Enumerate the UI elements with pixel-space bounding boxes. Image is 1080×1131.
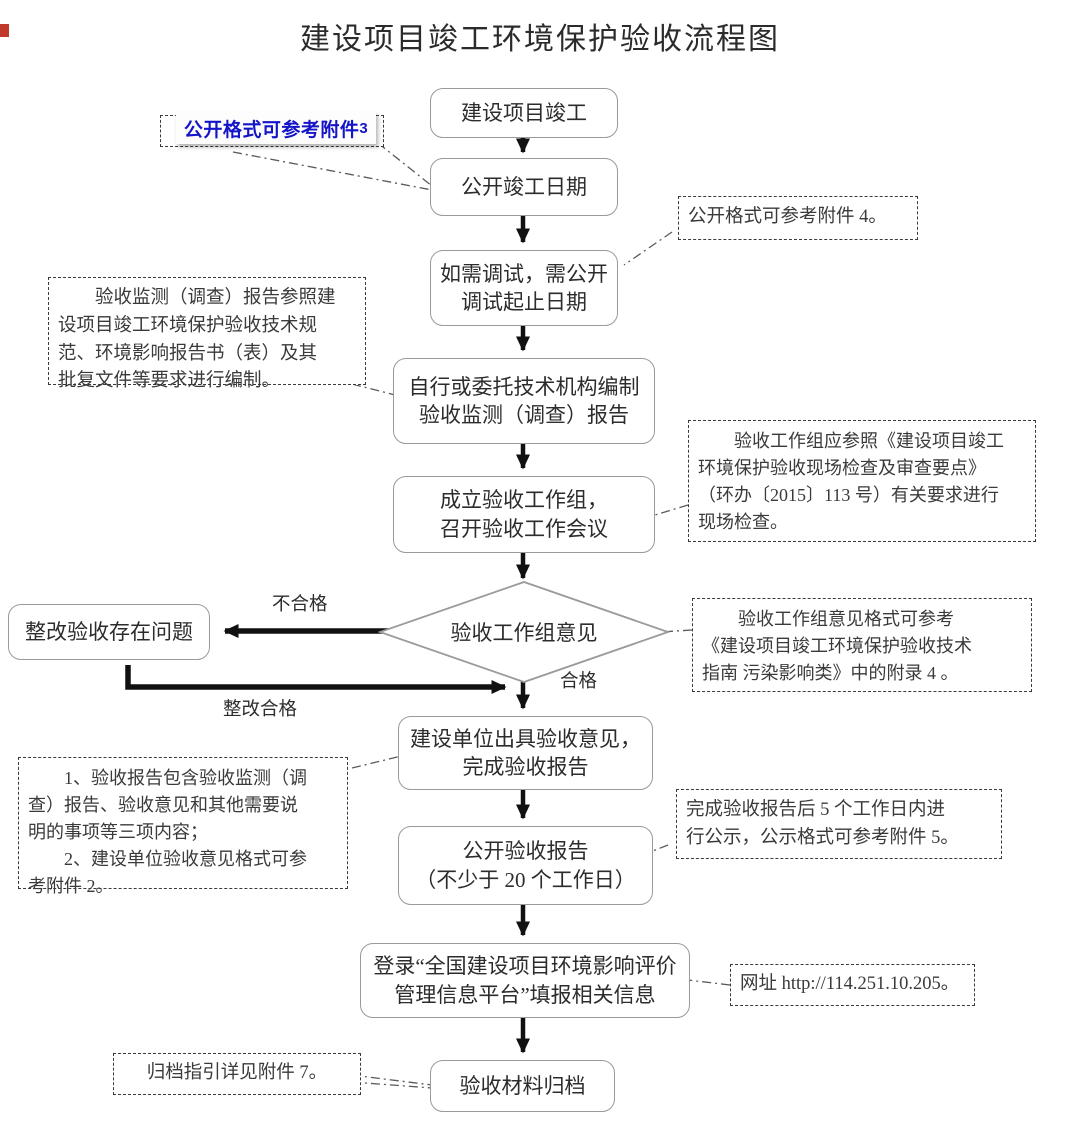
edge-label-fail: 不合格 bbox=[272, 595, 328, 615]
note-opinion-format-line-0: 验收工作组意见格式可参考 bbox=[738, 609, 954, 629]
leader-attach3-a bbox=[232, 151, 433, 191]
node-prepare-monitoring-report[interactable]: 自行或委托技术机构编制 验收监测（调查）报告 bbox=[393, 358, 655, 444]
note-report-content-line-2: 明的事项等三项内容； bbox=[28, 822, 208, 842]
note-workgroup-line-2: （环办〔2015〕113 号）有关要求进行 bbox=[698, 485, 999, 505]
note-report-content-line-1: 查）报告、验收意见和其他需要说 bbox=[28, 795, 298, 815]
node-publish-acceptance-report[interactable]: 公开验收报告 （不少于 20 个工作日） bbox=[398, 826, 653, 905]
note-opinion-format-line-2: 指南 污染影响类》中的附录 4 。 bbox=[702, 663, 959, 683]
note-attach4-line-0: 公开格式可参考附件 4。 bbox=[688, 206, 887, 227]
note-publicity-line-0: 完成验收报告后 5 个工作日内进 bbox=[686, 800, 946, 820]
note-workgroup-line-3: 现场检查。 bbox=[698, 512, 788, 532]
node-establish-workgroup[interactable]: 成立验收工作组， 召开验收工作会议 bbox=[393, 476, 655, 553]
scan-artifact-mark bbox=[0, 24, 9, 37]
note-attach3-suffix: 3 bbox=[359, 119, 369, 137]
leader-archive-a bbox=[351, 1074, 433, 1086]
note-attach3-text: 公开格式可参考附件 bbox=[183, 119, 360, 141]
node-label: 公开竣工日期 bbox=[461, 174, 587, 199]
node-label: 建设单位出具验收意见， 完成验收报告 bbox=[410, 726, 641, 779]
note-publicity-line-1: 行公示，公示格式可参考附件 5。 bbox=[686, 827, 959, 848]
decision-label: 验收工作组意见 bbox=[450, 621, 598, 645]
note-report-spec-line-1: 设项目竣工环境保护验收技术规 bbox=[58, 315, 318, 336]
node-commissioning-dates[interactable]: 如需调试，需公开 调试起止日期 bbox=[430, 250, 618, 326]
node-label: 建设项目竣工 bbox=[461, 100, 587, 125]
node-label: 整改验收存在问题 bbox=[25, 619, 193, 644]
node-rework-issues[interactable]: 整改验收存在问题 bbox=[8, 604, 210, 660]
note-archive: 归档指引详见附件 7。 bbox=[113, 1053, 361, 1095]
note-opinion-format-line-1: 《建设项目竣工环境保护验收技术 bbox=[702, 636, 972, 656]
leader-archive-b bbox=[351, 1081, 433, 1089]
node-label: 验收材料归档 bbox=[459, 1073, 586, 1098]
note-workgroup: 验收工作组应参照《建设项目竣工 环境保护验收现场检查及审查要点》 （环办〔201… bbox=[688, 420, 1036, 542]
note-report-content-line-3: 2、建设单位验收意见格式可参 bbox=[64, 849, 307, 869]
note-archive-line-0: 归档指引详见附件 7。 bbox=[146, 1062, 328, 1083]
node-label: 成立验收工作组， 召开验收工作会议 bbox=[440, 488, 608, 541]
note-report-spec-line-0: 验收监测（调查）报告参照建 bbox=[95, 288, 336, 308]
note-report-content: 1、验收报告包含验收监测（调 查）报告、验收意见和其他需要说 明的事项等三项内容… bbox=[18, 757, 348, 896]
note-report-content-line-0: 1、验收报告包含验收监测（调 bbox=[64, 768, 307, 788]
node-label: 自行或委托技术机构编制 验收监测（调查）报告 bbox=[408, 374, 640, 427]
note-publicity: 完成验收报告后 5 个工作日内进 行公示，公示格式可参考附件 5。 bbox=[676, 789, 1002, 859]
note-workgroup-line-0: 验收工作组应参照《建设项目竣工 bbox=[734, 431, 1004, 451]
note-report-spec-line-3: 批复文件等要求进行编制。 bbox=[58, 371, 281, 392]
note-opinion-format: 验收工作组意见格式可参考 《建设项目竣工环境保护验收技术 指南 污染影响类》中的… bbox=[692, 598, 1032, 692]
node-publish-completion-date[interactable]: 公开竣工日期 bbox=[430, 158, 618, 216]
leader-workgroup bbox=[654, 504, 689, 516]
note-url-line-0: 网址 http://114.251.10.205。 bbox=[740, 973, 960, 994]
leader-attach4 bbox=[623, 231, 673, 266]
edge-label-pass: 合格 bbox=[560, 672, 598, 692]
note-url: 网址 http://114.251.10.205。 bbox=[730, 964, 975, 1006]
node-archive-materials[interactable]: 验收材料归档 bbox=[430, 1060, 615, 1112]
node-label: 如需调试，需公开 调试起止日期 bbox=[440, 261, 608, 314]
leader-url bbox=[687, 979, 731, 986]
node-login-eia-platform[interactable]: 登录“全国建设项目环境影响评价 管理信息平台”填报相关信息 bbox=[360, 943, 690, 1018]
node-project-completion[interactable]: 建设项目竣工 bbox=[430, 88, 618, 138]
page-title: 建设项目竣工环境保护验收流程图 bbox=[300, 23, 780, 56]
note-report-spec: 验收监测（调查）报告参照建 设项目竣工环境保护验收技术规 范、环境影响报告书（表… bbox=[48, 277, 366, 391]
node-label: 登录“全国建设项目环境影响评价 管理信息平台”填报相关信息 bbox=[373, 954, 677, 1007]
note-workgroup-line-1: 环境保护验收现场检查及审查要点》 bbox=[698, 458, 986, 478]
leader-attach3-b bbox=[377, 142, 433, 187]
note-report-content-line-4: 考附件 2。 bbox=[28, 876, 114, 896]
diamond-shape bbox=[378, 581, 670, 683]
note-report-spec-line-2: 范、环境影响报告书（表）及其 bbox=[58, 343, 318, 364]
decision-workgroup-opinion[interactable]: 验收工作组意见 bbox=[378, 580, 670, 684]
note-attach4: 公开格式可参考附件 4。 bbox=[678, 196, 918, 240]
node-label: 公开验收报告 （不少于 20 个工作日） bbox=[415, 839, 636, 892]
node-issue-acceptance-opinion[interactable]: 建设单位出具验收意见， 完成验收报告 bbox=[398, 716, 653, 790]
edge-label-rework-pass: 整改合格 bbox=[223, 700, 298, 720]
